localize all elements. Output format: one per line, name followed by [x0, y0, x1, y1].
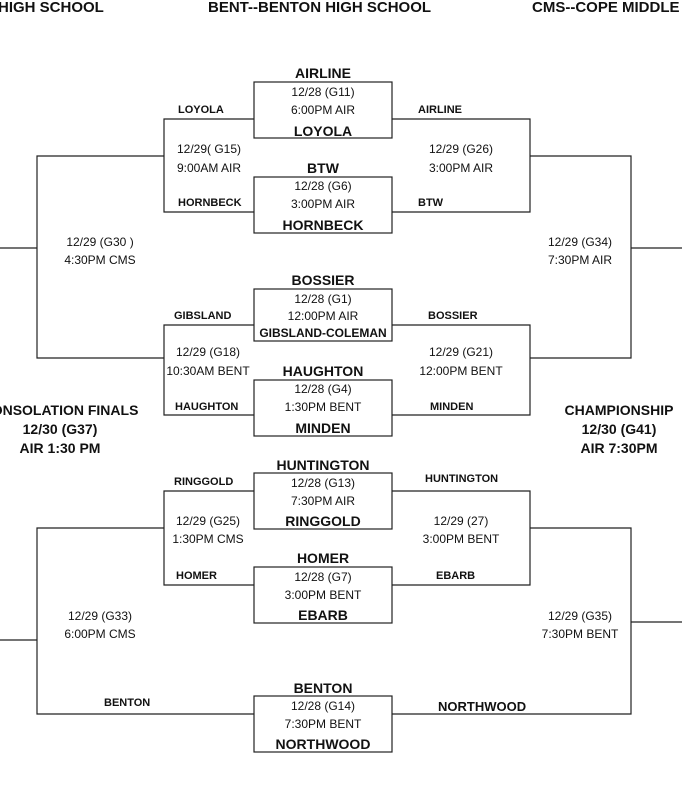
team-bottom: LOYOLA	[293, 123, 353, 139]
game-time: 7:30PM BENT	[284, 717, 362, 731]
game-date: 12/28 (G11)	[291, 85, 355, 99]
side-label: HORNBECK	[178, 197, 242, 209]
game-date: 12/29( G15)	[176, 142, 242, 156]
championship-time: AIR 7:30PM	[580, 440, 658, 456]
game-date: 12/29 (G33)	[67, 609, 133, 623]
game-date: 12/28 (G13)	[290, 476, 356, 490]
team-bottom: MINDEN	[295, 420, 351, 436]
side-label: EBARB	[436, 570, 476, 582]
side-label: RINGGOLD	[174, 476, 234, 488]
game-box-g11	[253, 81, 393, 139]
game-time: 9:00AM AIR	[176, 161, 242, 175]
game-box-g14	[253, 695, 393, 753]
game-time: 7:30PM AIR	[547, 253, 613, 267]
game-date: 12/29 (G18)	[175, 345, 241, 359]
consolation-time: AIR 1:30 PM	[19, 440, 101, 456]
team-top: HAUGHTON	[282, 363, 364, 379]
game-time: 6:00PM CMS	[64, 627, 136, 641]
game-time: 3:00PM AIR	[290, 197, 356, 211]
side-label: BOSSIER	[428, 310, 478, 322]
team-top: BOSSIER	[291, 272, 355, 288]
side-label: HAUGHTON	[175, 401, 239, 413]
game-date: 12/28 (G7)	[294, 570, 352, 584]
side-label: MINDEN	[430, 401, 474, 413]
game-time: 3:00PM AIR	[428, 161, 494, 175]
game-date: 12/28 (G4)	[294, 382, 352, 396]
consolation-game: 12/30 (G37)	[22, 421, 98, 437]
game-time: 10:30AM BENT	[166, 364, 250, 378]
championship-title: CHAMPIONSHIP	[564, 402, 674, 418]
team-top: AIRLINE	[295, 65, 351, 81]
side-label: HOMER	[176, 570, 217, 582]
side-label: HUNTINGTON	[425, 473, 499, 485]
game-date: 12/28 (G14)	[290, 699, 356, 713]
team-bottom: RINGGOLD	[285, 513, 361, 529]
header-center: BENT--BENTON HIGH SCHOOL	[208, 0, 432, 16]
championship-game: 12/30 (G41)	[581, 421, 657, 437]
game-time: 1:30PM CMS	[172, 532, 244, 546]
team-top: BTW	[307, 160, 339, 176]
game-time: 7:30PM BENT	[541, 627, 619, 641]
game-date: 12/28 (G1)	[294, 292, 352, 306]
team-bottom: EBARB	[298, 607, 348, 623]
team-top: BENTON	[293, 680, 353, 696]
game-box-g13	[253, 472, 393, 530]
game-time: 3:00PM BENT	[284, 588, 362, 602]
side-label: NORTHWOOD	[438, 699, 527, 714]
side-label: GIBSLAND	[174, 310, 232, 322]
consolation-title: CONSOLATION FINALS	[0, 402, 139, 418]
game-box-g1	[253, 288, 393, 342]
game-time: 1:30PM BENT	[284, 400, 362, 414]
game-box-g6	[253, 176, 393, 234]
game-date: 12/29 (G34)	[547, 235, 613, 249]
game-date: 12/28 (G6)	[294, 179, 352, 193]
game-time: 4:30PM CMS	[64, 253, 136, 267]
side-label: BENTON	[104, 697, 151, 709]
game-time: 12:00PM BENT	[419, 364, 503, 378]
game-box-g4	[253, 379, 393, 437]
team-top: HUNTINGTON	[276, 457, 370, 473]
game-date: 12/29 (G26)	[428, 142, 494, 156]
team-bottom: HORNBECK	[282, 217, 364, 233]
game-date: 12/29 (G21)	[428, 345, 494, 359]
game-time: 12:00PM AIR	[287, 309, 359, 323]
side-label: BTW	[418, 197, 444, 209]
game-time: 3:00PM BENT	[422, 532, 500, 546]
side-label: LOYOLA	[178, 104, 224, 116]
header-right: CMS--COPE MIDDLE	[532, 0, 680, 16]
game-date: 12/29 (27)	[433, 514, 489, 528]
team-top: HOMER	[296, 550, 350, 566]
game-date: 12/29 (G25)	[175, 514, 241, 528]
team-bottom: GIBSLAND-COLEMAN	[259, 326, 387, 340]
game-date: 12/29 (G35)	[547, 609, 613, 623]
game-box-g7	[253, 566, 393, 624]
game-time: 6:00PM AIR	[290, 103, 356, 117]
game-time: 7:30PM AIR	[290, 494, 356, 508]
header-left: HIGH SCHOOL	[0, 0, 104, 16]
side-label: AIRLINE	[418, 104, 462, 116]
game-date: 12/29 (G30 )	[66, 235, 134, 249]
team-bottom: NORTHWOOD	[275, 736, 371, 752]
